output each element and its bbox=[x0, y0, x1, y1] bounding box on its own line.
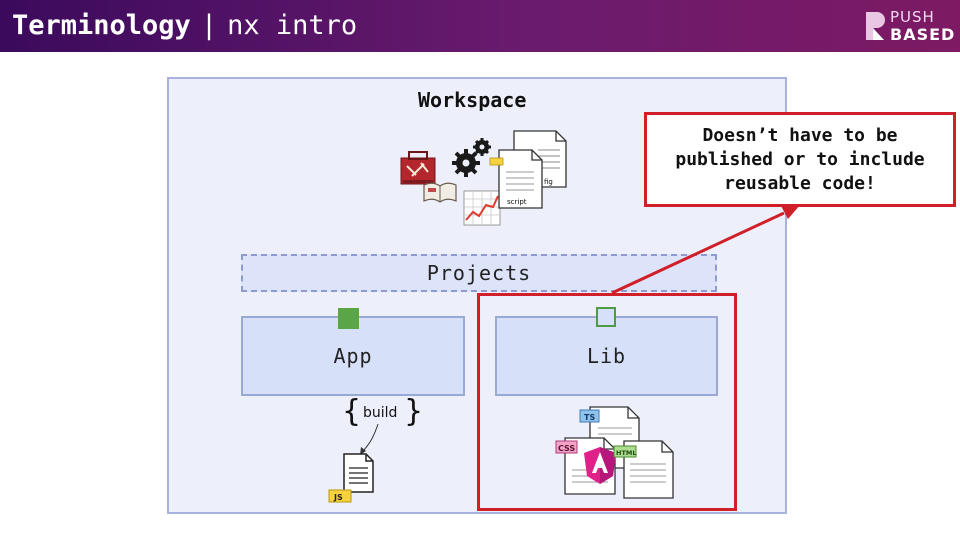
header-subtitle: nx intro bbox=[227, 10, 358, 41]
workspace-title: Workspace bbox=[418, 88, 527, 112]
callout-line-2: published or to include bbox=[675, 149, 925, 170]
callout-line-3: reusable code! bbox=[724, 173, 876, 194]
callout-box: Doesn’t have to be published or to inclu… bbox=[644, 112, 956, 207]
header-separator: | bbox=[200, 10, 218, 41]
projects-bar: Projects bbox=[241, 254, 717, 292]
app-filled-square-icon bbox=[338, 308, 359, 329]
logo-mark-icon bbox=[866, 12, 885, 40]
lib-empty-square-icon bbox=[596, 307, 616, 327]
build-brace-close: } bbox=[404, 394, 424, 429]
build-brace-open: { bbox=[342, 394, 362, 429]
build-label: build bbox=[363, 405, 398, 421]
lib-highlight-frame bbox=[477, 293, 737, 511]
callout-line-1: Doesn’t have to be bbox=[702, 125, 898, 146]
lib-box: Lib bbox=[495, 316, 718, 396]
logo-text-based: BASED bbox=[890, 25, 956, 44]
logo-text-push: PUSH bbox=[890, 8, 935, 26]
slide-header: Terminology | nx intro PUSH BASED bbox=[0, 0, 960, 52]
app-box: App bbox=[241, 316, 465, 396]
header-title: Terminology bbox=[12, 10, 191, 41]
push-based-logo: PUSH BASED bbox=[864, 8, 954, 46]
slide-title: Terminology | nx intro bbox=[12, 9, 357, 43]
